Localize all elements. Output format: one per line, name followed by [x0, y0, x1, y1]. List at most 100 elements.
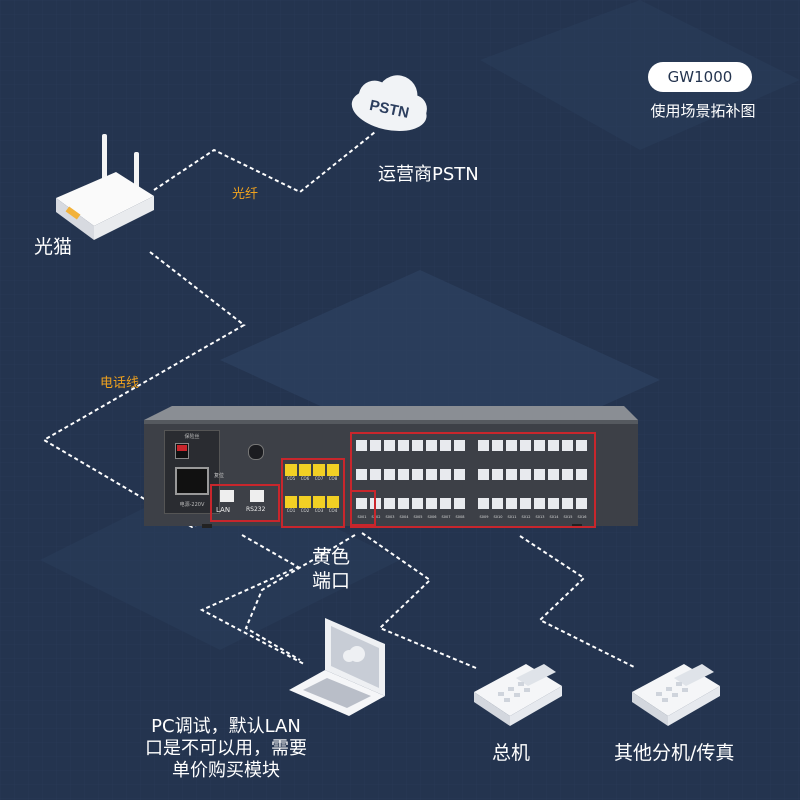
extension-phone-label: 其他分机/传真: [614, 742, 735, 764]
pc-note-line-3: 单价购买模块: [172, 760, 280, 781]
extension-port[interactable]: [370, 440, 381, 451]
diagram-subtitle: 使用场景拓补图: [650, 102, 756, 120]
fxo-port[interactable]: [299, 464, 311, 476]
extension-port-label: S007: [441, 515, 451, 519]
extension-port[interactable]: [520, 498, 531, 509]
extension-port[interactable]: [492, 498, 503, 509]
fxo-label: CO5: [286, 476, 296, 481]
extension-port[interactable]: [384, 469, 395, 480]
laptop-icon: [289, 618, 385, 716]
extension-port[interactable]: [454, 498, 465, 509]
main-phone-label: 总机: [492, 742, 531, 764]
modem-label: 光猫: [34, 236, 73, 258]
extension-port[interactable]: [506, 440, 517, 451]
reset-button[interactable]: [248, 444, 264, 460]
reset-label: 复位: [214, 473, 225, 479]
fxo-port[interactable]: [327, 464, 339, 476]
phone-line-label: 电话线: [100, 376, 140, 391]
extension-port[interactable]: [384, 498, 395, 509]
extension-port-label: S011: [507, 515, 517, 519]
extension-port[interactable]: [562, 498, 573, 509]
extension-port[interactable]: [426, 440, 437, 451]
power-label: 电源-220V: [179, 502, 205, 508]
pc-note-line-2: 口是不可以用，需要: [145, 738, 307, 759]
extension-port[interactable]: [356, 469, 367, 480]
extension-port[interactable]: [520, 469, 531, 480]
extension-port[interactable]: [412, 440, 423, 451]
extension-port-label: S012: [521, 515, 531, 519]
pstn-cloud-icon: PSTN: [351, 75, 427, 132]
extension-port[interactable]: [440, 469, 451, 480]
fxo-label: CO2: [300, 508, 310, 513]
extension-port-label: S008: [455, 515, 465, 519]
fxo-label: CO7: [314, 476, 324, 481]
fxo-port[interactable]: [313, 464, 325, 476]
extension-port[interactable]: [548, 498, 559, 509]
extension-port[interactable]: [412, 469, 423, 480]
fxo-label: CO1: [286, 508, 296, 513]
power-switch[interactable]: [175, 443, 189, 459]
extension-port[interactable]: [356, 498, 367, 509]
fxo-label: CO8: [328, 476, 338, 481]
extension-port-label: S001: [357, 515, 367, 519]
extension-port[interactable]: [478, 498, 489, 509]
fxo-port[interactable]: [285, 496, 297, 508]
extension-port[interactable]: [534, 498, 545, 509]
extension-port-label: S015: [563, 515, 573, 519]
fxo-label: CO6: [300, 476, 310, 481]
modem-icon: [56, 134, 154, 240]
lan-label: LAN: [216, 506, 231, 514]
extension-port-label: S002: [371, 515, 381, 519]
model-badge: GW1000: [648, 62, 752, 92]
extension-port[interactable]: [398, 440, 409, 451]
extension-port[interactable]: [454, 440, 465, 451]
extension-port[interactable]: [576, 469, 587, 480]
power-socket: [175, 467, 209, 495]
extension-port[interactable]: [478, 469, 489, 480]
fxo-label: CO3: [314, 508, 324, 513]
fxo-port-box: CO5 CO6 CO7 CO8 CO1 CO2 CO3 CO4: [281, 458, 345, 528]
extension-port[interactable]: [426, 469, 437, 480]
extension-port[interactable]: [440, 498, 451, 509]
gateway-device: 保险丝 电源-220V 复位 LAN RS232: [144, 406, 638, 528]
extension-port[interactable]: [534, 440, 545, 451]
extension-port[interactable]: [492, 440, 503, 451]
extension-port[interactable]: [440, 440, 451, 451]
extension-port[interactable]: [412, 498, 423, 509]
extension-port[interactable]: [384, 440, 395, 451]
extension-port[interactable]: [548, 469, 559, 480]
fxo-label: CO4: [328, 508, 338, 513]
extension-port[interactable]: [426, 498, 437, 509]
fxo-port[interactable]: [313, 496, 325, 508]
extension-port[interactable]: [520, 440, 531, 451]
extension-port[interactable]: [576, 440, 587, 451]
lan-rs232-box: LAN RS232: [210, 484, 280, 522]
extension-port-label: S004: [399, 515, 409, 519]
main-ext-highlight: [350, 490, 376, 526]
fxo-top-row: CO5 CO6 CO7 CO8: [285, 464, 341, 481]
extension-port[interactable]: [370, 469, 381, 480]
extension-port[interactable]: [398, 469, 409, 480]
extension-port[interactable]: [356, 440, 367, 451]
lan-port[interactable]: [220, 490, 234, 502]
extension-port[interactable]: [492, 469, 503, 480]
extension-port[interactable]: [454, 469, 465, 480]
fxo-port[interactable]: [327, 496, 339, 508]
extension-port[interactable]: [506, 469, 517, 480]
yellow-port-label-1: 黄色: [312, 546, 351, 568]
fxo-port[interactable]: [299, 496, 311, 508]
extension-port-label: S006: [427, 515, 437, 519]
extension-port[interactable]: [398, 498, 409, 509]
fxo-port[interactable]: [285, 464, 297, 476]
rs232-port[interactable]: [250, 490, 264, 502]
extension-port[interactable]: [534, 469, 545, 480]
extension-port[interactable]: [478, 440, 489, 451]
extension-port[interactable]: [506, 498, 517, 509]
fuse-label: 保险丝: [184, 434, 200, 440]
extension-port[interactable]: [562, 440, 573, 451]
extension-port[interactable]: [562, 469, 573, 480]
extension-port[interactable]: [548, 440, 559, 451]
extension-port[interactable]: [576, 498, 587, 509]
